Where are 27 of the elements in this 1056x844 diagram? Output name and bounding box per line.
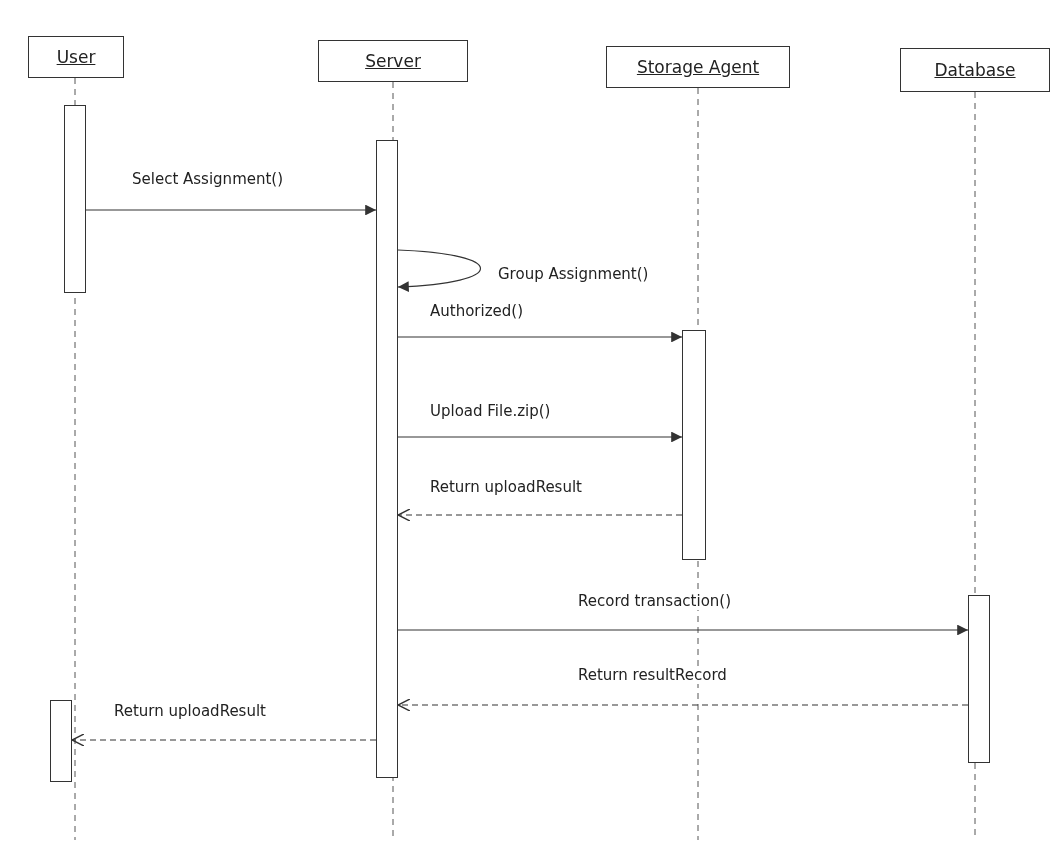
message-arrow <box>397 698 969 712</box>
message-arrow <box>397 508 683 522</box>
message-arrow <box>397 624 969 636</box>
message-label: Return uploadResult <box>428 478 584 496</box>
participant-name: Server <box>365 51 421 71</box>
activation-bar <box>682 330 706 560</box>
activation-bar <box>376 140 398 778</box>
message-label: Group Assignment() <box>496 265 651 283</box>
activation-bar <box>50 700 72 782</box>
message-arrow <box>71 733 377 747</box>
participant-name: Database <box>934 60 1016 80</box>
participant-box <box>900 48 1050 92</box>
message-arrow <box>397 431 683 443</box>
participant-box <box>28 36 124 78</box>
message-arrow <box>85 204 377 216</box>
activation-bar <box>64 105 86 293</box>
message-label: Return uploadResult <box>112 702 268 720</box>
participant-box <box>318 40 468 82</box>
activation-bar <box>968 595 990 763</box>
message-label: Authorized() <box>428 302 525 320</box>
message-arrow <box>397 331 683 343</box>
message-label: Return resultRecord <box>576 666 729 684</box>
participant-name: Storage Agent <box>636 57 760 77</box>
participant-name: User <box>56 47 96 67</box>
message-arrow <box>397 249 482 292</box>
message-label: Upload File.zip() <box>428 402 553 420</box>
participant-box <box>606 46 790 88</box>
